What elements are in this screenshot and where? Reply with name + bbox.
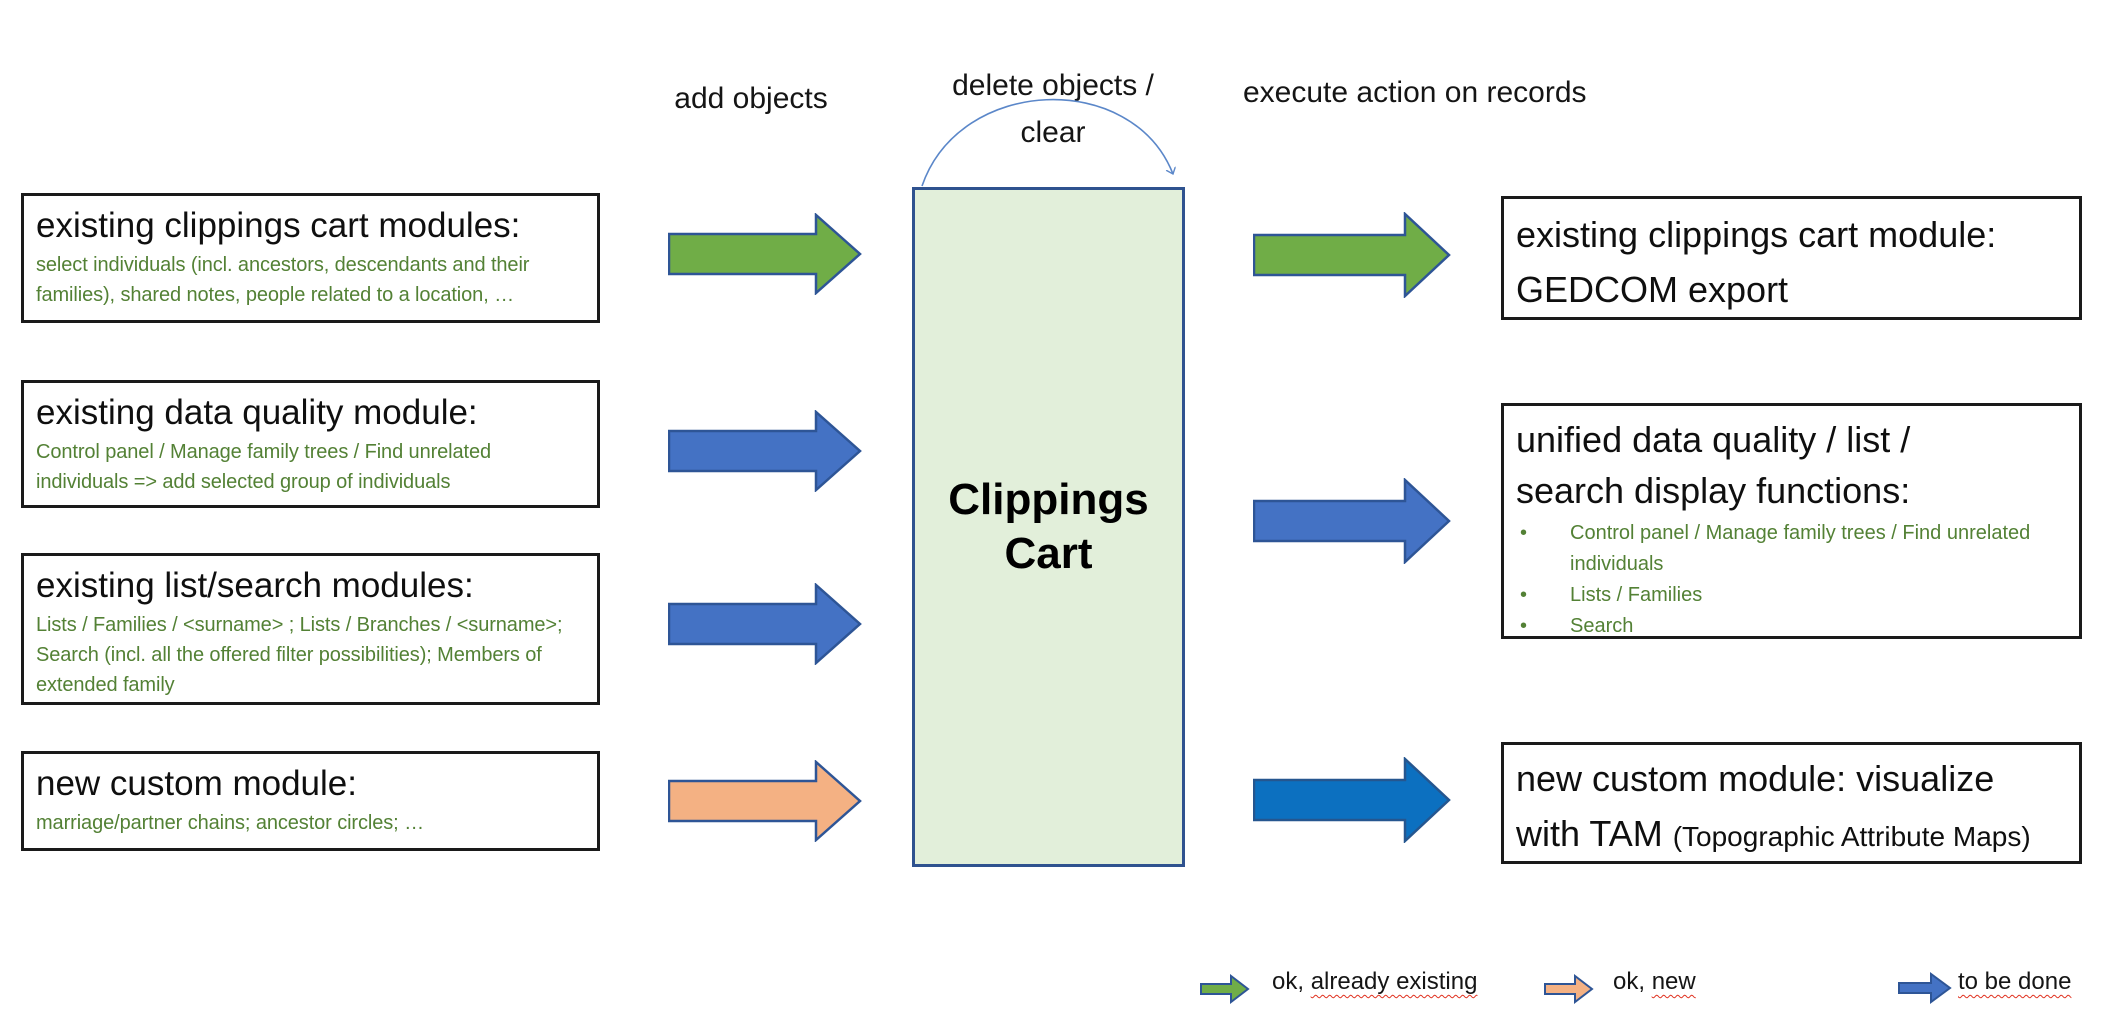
- legend-underlined: already existing: [1310, 968, 1478, 995]
- arrow-execute-unified-display: [1253, 478, 1451, 564]
- legend-label-already-existing: ok, already existing: [1272, 968, 1477, 996]
- box-title-line1: unified data quality / list /: [1516, 419, 1911, 460]
- label-delete-objects: delete objects / clear: [933, 62, 1173, 156]
- legend-blue-arrow-icon: [1898, 972, 1952, 1004]
- arrow-add-list-search-modules: [668, 583, 862, 665]
- box-desc: Lists / Families / <surname> ; Lists / B…: [36, 614, 563, 696]
- bullet-text: Control panel / Manage family trees / Fi…: [1570, 522, 2031, 575]
- bullet-text: Search: [1570, 615, 1634, 637]
- bullet-list: • Control panel / Manage family trees / F…: [1516, 518, 2067, 637]
- legend-prefix: ok,: [1613, 968, 1652, 995]
- bullet-dot: •: [1520, 522, 1528, 544]
- box-existing-list-search-modules: existing list/search modules: Lists / Fa…: [21, 553, 600, 705]
- box-title-line1: existing clippings cart module:: [1516, 214, 1997, 255]
- box-title: new custom module:: [36, 764, 357, 803]
- label-delete-line1: delete objects /: [952, 69, 1154, 102]
- arrow-add-clippings-cart-modules: [668, 213, 862, 295]
- bullet-item: • Control panel / Manage family trees / F…: [1516, 518, 2067, 580]
- arrow-add-data-quality-module: [668, 410, 862, 492]
- legend-green-arrow-icon: [1200, 974, 1250, 1004]
- box-title-line2: GEDCOM export: [1516, 269, 1789, 310]
- bullet-dot: •: [1520, 584, 1528, 606]
- bullet-dot: •: [1520, 615, 1528, 637]
- legend-label-ok-new: ok, new: [1613, 968, 1696, 996]
- label-add-objects: add objects: [674, 82, 828, 115]
- box-gedcom-export: existing clippings cart module: GEDCOM e…: [1501, 196, 2082, 320]
- arrow-add-new-custom-module: [668, 760, 862, 842]
- clippings-cart-title: Clippings Cart: [948, 475, 1149, 578]
- box-new-custom-module: new custom module: marriage/partner chai…: [21, 751, 600, 851]
- box-title-line2: with TAM (Topographic Attribute Maps): [1516, 806, 2067, 861]
- box-title: existing clippings cart modules:: [36, 206, 521, 245]
- tam-small: (Topographic Attribute Maps): [1672, 821, 2031, 852]
- box-visualize-with-tam: new custom module: visualize with TAM (T…: [1501, 742, 2082, 864]
- clippings-cart-box: Clippings Cart: [912, 187, 1185, 867]
- bullet-text: Lists / Families: [1570, 584, 1703, 606]
- tam-main: with TAM: [1516, 813, 1673, 854]
- box-unified-display-functions: unified data quality / list / search dis…: [1501, 403, 2082, 639]
- box-title-line2: search display functions:: [1516, 470, 1911, 511]
- legend-underlined: to be done: [1958, 968, 2072, 995]
- box-desc: select individuals (incl. ancestors, des…: [36, 254, 530, 306]
- legend-underlined: new: [1651, 968, 1696, 995]
- box-title-line1: new custom module: visualize: [1516, 758, 1995, 799]
- box-existing-clippings-cart-modules: existing clippings cart modules: select …: [21, 193, 600, 323]
- arrow-execute-gedcom-export: [1253, 212, 1451, 298]
- box-title: existing list/search modules:: [36, 566, 474, 605]
- legend-orange-arrow-icon: [1544, 974, 1594, 1004]
- bullet-item: • Lists / Families: [1516, 580, 2067, 611]
- label-delete-line2: clear: [1020, 116, 1086, 149]
- bullet-item: • Search: [1516, 611, 2067, 637]
- box-desc: Control panel / Manage family trees / Fi…: [36, 441, 492, 493]
- box-title: existing data quality module:: [36, 393, 478, 432]
- box-desc: marriage/partner chains; ancestor circle…: [36, 812, 424, 834]
- arrow-execute-visualize-tam: [1253, 757, 1451, 843]
- label-execute-action: execute action on records: [1243, 76, 1587, 109]
- legend-prefix: ok,: [1272, 968, 1311, 995]
- delete-clear-arc: [921, 98, 1200, 187]
- box-existing-data-quality-module: existing data quality module: Control pa…: [21, 380, 600, 508]
- legend-label-to-be-done: to be done: [1958, 968, 2071, 996]
